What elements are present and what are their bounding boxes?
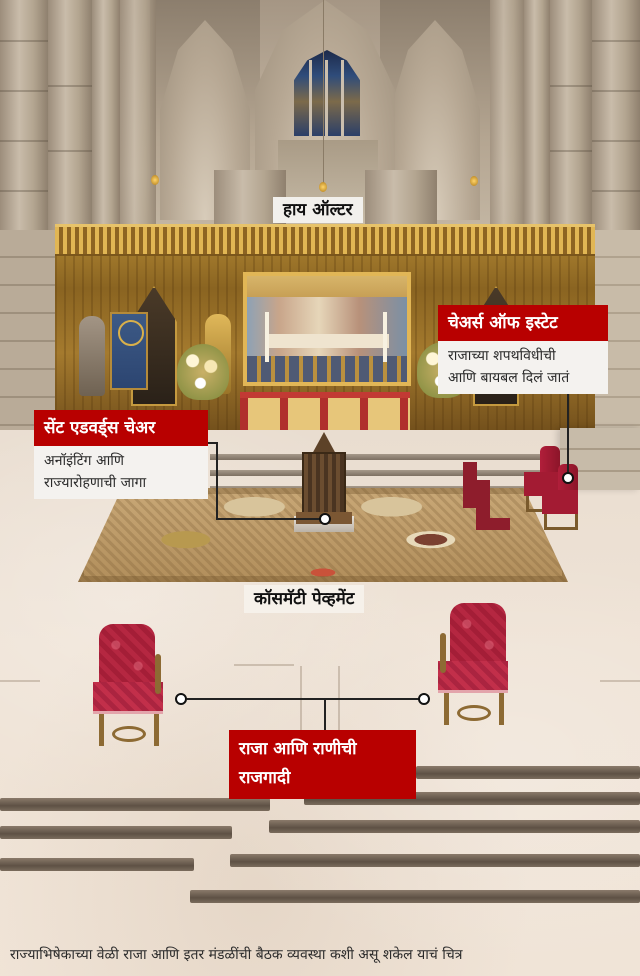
chairs-of-estate-desc-line1: राजाच्या शपथविधीची [448,348,556,364]
last-supper-painting [243,272,411,386]
cosmati-pavement-label: कॉसमॅटी पेव्हमेंट [244,585,365,613]
high-altar-title: हाय ऑल्टर [283,200,353,220]
chairs-of-estate-description: राजाच्या शपथविधीची आणि बायबल दिलं जातं [438,341,608,394]
pillar-left-inner [92,0,120,230]
statue-left [79,316,105,396]
pillar-right-inner [524,0,550,230]
altar-candle [265,312,269,362]
image-caption: राज्याभिषेकाच्या वेळी राजा आणि इतर मंडळी… [10,947,463,963]
st-edwards-leader-vertical [216,442,218,520]
altar-candle [383,312,387,362]
king-throne-marker-dot [175,693,187,705]
st-edwards-chair [296,432,352,524]
st-edwards-leader-horizontal [216,518,324,520]
chairs-of-estate-leader-line [567,394,569,478]
pillar-left [48,0,92,230]
high-altar-label: हाय ऑल्टर [273,197,363,223]
heraldic-banner [110,312,148,390]
step-edge [0,798,270,811]
king-throne [93,624,169,748]
step-edge [269,820,640,833]
step-edge [190,890,640,903]
prayer-stool-base [478,518,510,530]
step-edge [0,858,194,871]
prayer-stool [463,462,477,508]
hanging-lamp-icon [151,175,159,185]
st-edwards-chair-description: अनॉइंटिंग आणि राज्यारोहणाची जागा [34,446,208,499]
thrones-leader-horizontal [187,698,419,700]
pillar-right-far [490,0,524,230]
prayer-stool [476,480,490,530]
hanging-lamp-icon [470,176,478,186]
flower-arrangement-left [177,344,229,400]
lamp-chain [323,0,324,184]
pillar-left-far [120,0,156,230]
st-edwards-chair-title: सेंट एडवर्ड्स चेअर [34,410,208,446]
gilded-cornice [55,224,595,256]
thrones-title-line2: राजगादी [239,768,291,788]
step-edge [0,826,232,839]
thrones-label: राजा आणि राणीची राजगादी [229,730,416,799]
chairs-of-estate-label: चेअर्स ऑफ इस्टेट राजाच्या शपथविधीची आणि … [438,305,608,394]
abbey-vaulted-ceiling [0,0,640,430]
st-edwards-chair-desc-line2: राज्यारोहणाची जागा [44,475,147,491]
step-edge [416,766,640,779]
st-edwards-chair-desc-line1: अनॉइंटिंग आणि [44,453,125,469]
chairs-of-estate-desc-line2: आणि बायबल दिलं जातं [448,370,570,386]
st-edwards-chair-marker-dot [319,513,331,525]
thrones-leader-vertical [324,699,326,731]
screen-capital-right [365,170,437,230]
pillar-right [550,0,592,230]
stained-glass-window [294,50,360,136]
st-edwards-leader-stub [208,442,218,444]
chairs-of-estate-marker-dot [562,472,574,484]
step-edge [230,854,640,867]
queen-throne-marker-dot [418,693,430,705]
altar-steps [210,440,540,492]
queen-throne [438,603,514,727]
throne-dais [0,660,640,770]
st-edwards-chair-label: सेंट एडवर्ड्स चेअर अनॉइंटिंग आणि राज्यार… [34,410,208,499]
thrones-title-line1: राजा आणि राणीची [239,739,357,759]
hanging-lamp-icon [319,182,327,192]
chairs-of-estate-title: चेअर्स ऑफ इस्टेट [438,305,608,341]
cosmati-pavement-title: कॉसमॅटी पेव्हमेंट [254,589,355,609]
